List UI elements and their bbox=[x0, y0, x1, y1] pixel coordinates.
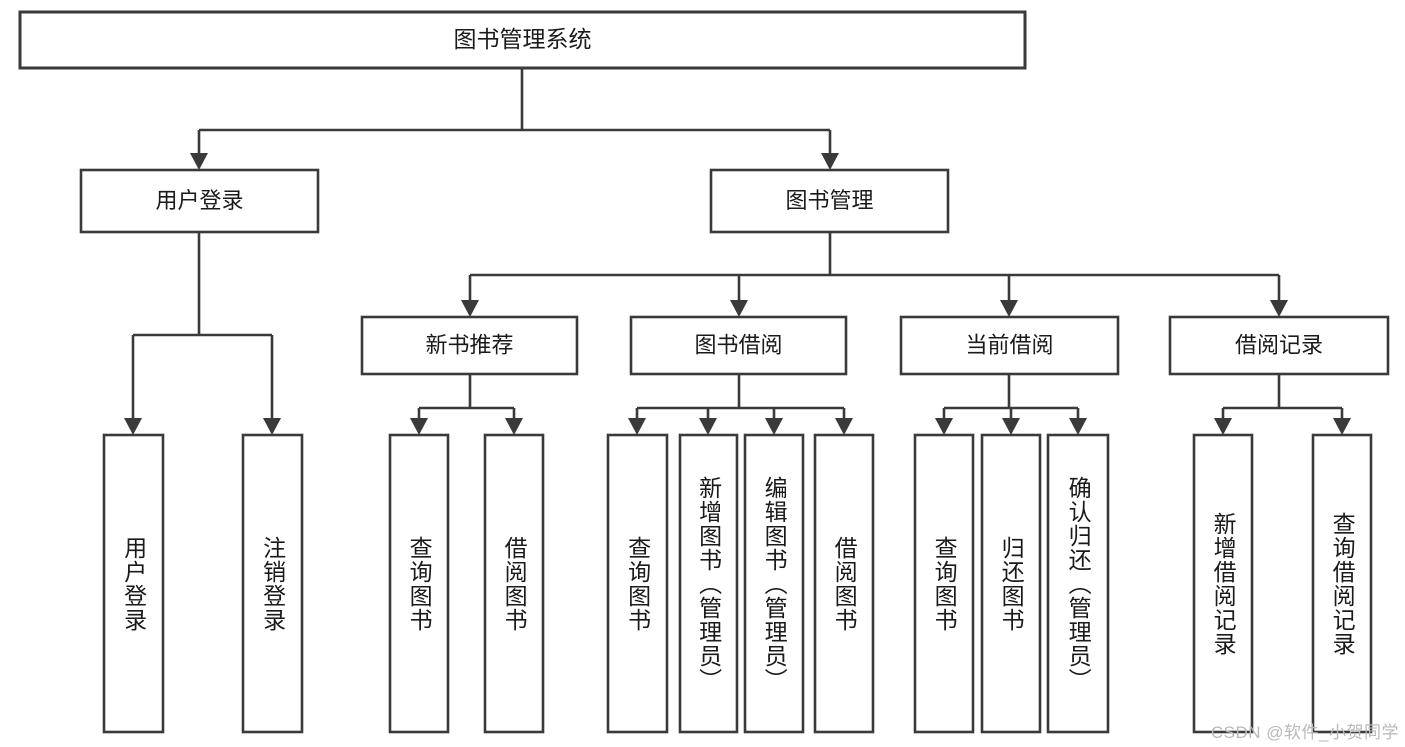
arrow-user-login-icon bbox=[190, 153, 208, 170]
leaf-leaf-user-login-rect[interactable] bbox=[102, 433, 165, 734]
arrow-leaf-borrow-book-2-icon bbox=[835, 418, 853, 435]
leaf-leaf-borrow-book-2[interactable] bbox=[813, 433, 875, 734]
node-root-rect[interactable] bbox=[18, 10, 1027, 70]
node-borrow-record-rect[interactable] bbox=[1168, 315, 1390, 376]
arrow-leaf-add-record-icon bbox=[1214, 418, 1232, 435]
node-user-login[interactable]: 用户登录 bbox=[79, 168, 320, 234]
leaf-leaf-edit-book[interactable] bbox=[743, 433, 805, 734]
leaf-leaf-user-login[interactable] bbox=[102, 433, 165, 734]
leaf-leaf-edit-book-rect[interactable] bbox=[743, 433, 805, 734]
node-root[interactable]: 图书管理系统 bbox=[18, 10, 1027, 70]
arrow-borrow-record-icon bbox=[1270, 300, 1288, 317]
node-user-login-label: 用户登录 bbox=[155, 188, 243, 213]
leaf-leaf-confirm-return-rect[interactable] bbox=[1046, 433, 1110, 734]
leaf-leaf-return-book[interactable] bbox=[980, 433, 1042, 734]
arrow-leaf-return-book-icon bbox=[1002, 418, 1020, 435]
leaf-leaf-borrow-book-2-rect[interactable] bbox=[813, 433, 875, 734]
arrow-leaf-confirm-icon bbox=[1069, 418, 1087, 435]
arrow-leaf-user-login-icon bbox=[124, 418, 142, 435]
leaf-leaf-add-book-rect[interactable] bbox=[678, 433, 739, 734]
leaf-leaf-confirm-return[interactable] bbox=[1046, 433, 1110, 734]
leaf-leaf-query-book-3-rect[interactable] bbox=[913, 433, 975, 734]
node-new-book-rec-label: 新书推荐 bbox=[425, 332, 513, 357]
node-book-borrow-rect[interactable] bbox=[629, 315, 848, 376]
leaf-leaf-logout[interactable] bbox=[241, 433, 304, 734]
arrow-leaf-add-book-icon bbox=[699, 418, 717, 435]
node-borrow-record[interactable]: 借阅记录 bbox=[1168, 315, 1390, 376]
node-new-book-rec-rect[interactable] bbox=[360, 315, 579, 376]
leaf-leaf-add-record-rect[interactable] bbox=[1192, 433, 1254, 734]
leaf-leaf-query-record[interactable] bbox=[1311, 433, 1373, 734]
arrow-book-manage-icon bbox=[821, 153, 839, 170]
arrow-leaf-query-book-2-icon bbox=[628, 418, 646, 435]
leaf-leaf-query-book-2-rect[interactable] bbox=[606, 433, 669, 734]
arrow-new-book-rec-icon bbox=[461, 300, 479, 317]
arrow-book-borrow-icon bbox=[730, 300, 748, 317]
leaf-leaf-query-record-rect[interactable] bbox=[1311, 433, 1373, 734]
leaf-leaf-logout-rect[interactable] bbox=[241, 433, 304, 734]
leaf-leaf-query-book-3[interactable] bbox=[913, 433, 975, 734]
node-current-borrow[interactable]: 当前借阅 bbox=[899, 315, 1120, 376]
node-book-borrow-label: 图书借阅 bbox=[694, 332, 782, 357]
node-borrow-record-label: 借阅记录 bbox=[1235, 332, 1323, 357]
arrow-leaf-borrow-book-1-icon bbox=[505, 418, 523, 435]
arrow-current-borrow-icon bbox=[1000, 300, 1018, 317]
node-book-borrow[interactable]: 图书借阅 bbox=[629, 315, 848, 376]
leaf-leaf-borrow-book-1-rect[interactable] bbox=[483, 433, 545, 734]
leaf-leaf-add-record[interactable] bbox=[1192, 433, 1254, 734]
arrow-leaf-edit-book-icon bbox=[765, 418, 783, 435]
arrow-leaf-logout-icon bbox=[263, 418, 281, 435]
node-book-manage-rect[interactable] bbox=[709, 168, 950, 234]
leaf-leaf-add-book[interactable] bbox=[678, 433, 739, 734]
arrow-leaf-query-book-1-icon bbox=[410, 418, 428, 435]
node-book-manage-label: 图书管理 bbox=[785, 188, 873, 213]
leaf-leaf-borrow-book-1[interactable] bbox=[483, 433, 545, 734]
arrow-leaf-query-book-3-icon bbox=[935, 418, 953, 435]
arrow-leaf-query-record-icon bbox=[1333, 418, 1351, 435]
leaf-leaf-return-book-rect[interactable] bbox=[980, 433, 1042, 734]
leaf-leaf-query-book-2[interactable] bbox=[606, 433, 669, 734]
watermark: CSDN @软件_小贺同学 bbox=[1210, 723, 1399, 742]
node-new-book-rec[interactable]: 新书推荐 bbox=[360, 315, 579, 376]
leaf-leaf-query-book-1-rect[interactable] bbox=[388, 433, 450, 734]
node-user-login-rect[interactable] bbox=[79, 168, 320, 234]
node-current-borrow-rect[interactable] bbox=[899, 315, 1120, 376]
leaf-leaf-query-book-1[interactable] bbox=[388, 433, 450, 734]
node-book-manage[interactable]: 图书管理 bbox=[709, 168, 950, 234]
node-current-borrow-label: 当前借阅 bbox=[965, 332, 1053, 357]
node-root-label: 图书管理系统 bbox=[454, 26, 592, 52]
